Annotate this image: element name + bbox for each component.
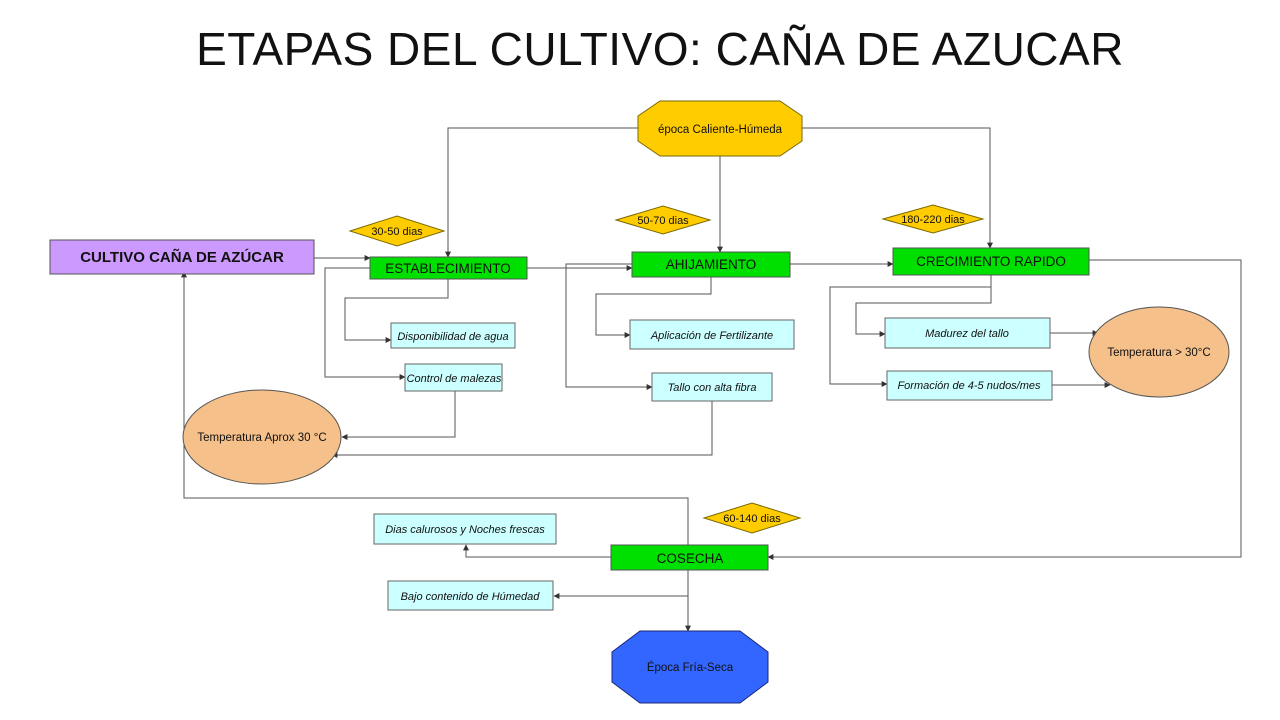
detail-disponibilidad-label: Disponibilidad de agua — [397, 331, 508, 343]
stage-crecimiento-label: CRECIMIENTO RAPIDO — [916, 254, 1066, 269]
stage-ahijamiento-label: AHIJAMIENTO — [666, 257, 757, 272]
detail-madurez: Madurez del tallo — [884, 317, 1051, 349]
detail-fertilizante-label: Aplicación de Fertilizante — [650, 330, 773, 342]
stage-establecimiento-label: ESTABLECIMIENTO — [385, 261, 511, 276]
detail-madurez-label: Madurez del tallo — [925, 328, 1009, 340]
detail-tallo-fibra-label: Tallo con alta fibra — [668, 382, 757, 394]
connector-crecimiento-cosecha — [767, 259, 1242, 560]
epoca-caliente-node: época Caliente-Húmeda — [637, 100, 803, 157]
epoca-fria-label: Época Fría-Seca — [647, 661, 734, 674]
connector-ahijamiento-fertilizante — [595, 277, 712, 338]
duration-diamond-crecimiento: 180-220 dias — [881, 204, 985, 234]
connector-crecimiento-madurez — [855, 275, 992, 337]
connector-control-temperatura — [341, 391, 456, 440]
connector-ahijamiento-tallo — [565, 263, 653, 390]
detail-control: Control de malezas — [404, 363, 503, 392]
connectors — [181, 127, 1242, 632]
cultivo-label: CULTIVO CAÑA DE AZÚCAR — [80, 248, 284, 266]
connector-cosecha-dias — [463, 544, 611, 558]
connector-establecimiento-control — [324, 267, 406, 380]
duration-ahijamiento-label: 50-70 dias — [637, 215, 689, 227]
detail-humedad-label: Bajo contenido de Húmedad — [401, 591, 541, 603]
temp-mayor-label: Temperatura > 30°C — [1107, 347, 1210, 359]
detail-tallo-fibra: Tallo con alta fibra — [651, 372, 773, 402]
detail-nudos-label: Formación de 4-5 nudos/mes — [897, 380, 1041, 392]
detail-fertilizante: Aplicación de Fertilizante — [629, 319, 795, 350]
temp-aprox-label: Temperatura Aprox 30 °C — [197, 432, 326, 444]
duration-diamond-cosecha: 60-140 dias — [702, 502, 802, 534]
detail-nudos: Formación de 4-5 nudos/mes — [886, 370, 1053, 401]
connector-tallo-temperatura — [331, 401, 713, 458]
connector-crecimiento-nudos — [829, 275, 992, 387]
detail-dias-calurosos: Dias calurosos y Noches frescas — [373, 513, 557, 545]
detail-humedad: Bajo contenido de Húmedad — [387, 580, 554, 611]
detail-disponibilidad: Disponibilidad de agua — [390, 322, 516, 349]
connector-cosecha-humedad — [553, 570, 689, 599]
detail-control-label: Control de malezas — [407, 373, 502, 385]
stage-establecimiento: ESTABLECIMIENTO — [369, 256, 528, 280]
duration-crecimiento-label: 180-220 dias — [901, 214, 965, 226]
cultivo-node: CULTIVO CAÑA DE AZÚCAR — [49, 239, 315, 275]
stage-ahijamiento: AHIJAMIENTO — [631, 251, 791, 278]
detail-dias-calurosos-label: Dias calurosos y Noches frescas — [385, 524, 545, 536]
duration-cosecha-label: 60-140 dias — [723, 513, 781, 525]
stage-cosecha: COSECHA — [610, 544, 769, 571]
connector-epoca-establecimiento — [445, 127, 638, 258]
page-title: ETAPAS DEL CULTIVO: CAÑA DE AZUCAR — [196, 23, 1124, 75]
temp-mayor-node: Temperatura > 30°C — [1088, 306, 1230, 398]
duration-diamond-ahijamiento: 50-70 dias — [614, 205, 712, 235]
stage-cosecha-label: COSECHA — [657, 551, 724, 566]
connector-establecimiento-disponibilidad — [344, 279, 449, 343]
duration-establecimiento-label: 30-50 dias — [371, 226, 423, 238]
connector-epoca-crecimiento — [802, 127, 993, 249]
stage-crecimiento: CRECIMIENTO RAPIDO — [892, 247, 1090, 276]
duration-diamond-establecimiento: 30-50 dias — [348, 215, 446, 247]
epoca-caliente-label: época Caliente-Húmeda — [658, 124, 783, 136]
connector-cosecha-cultivo — [181, 271, 689, 545]
temp-aprox-node: Temperatura Aprox 30 °C — [182, 389, 342, 485]
epoca-fria-node: Época Fría-Seca — [611, 630, 769, 704]
